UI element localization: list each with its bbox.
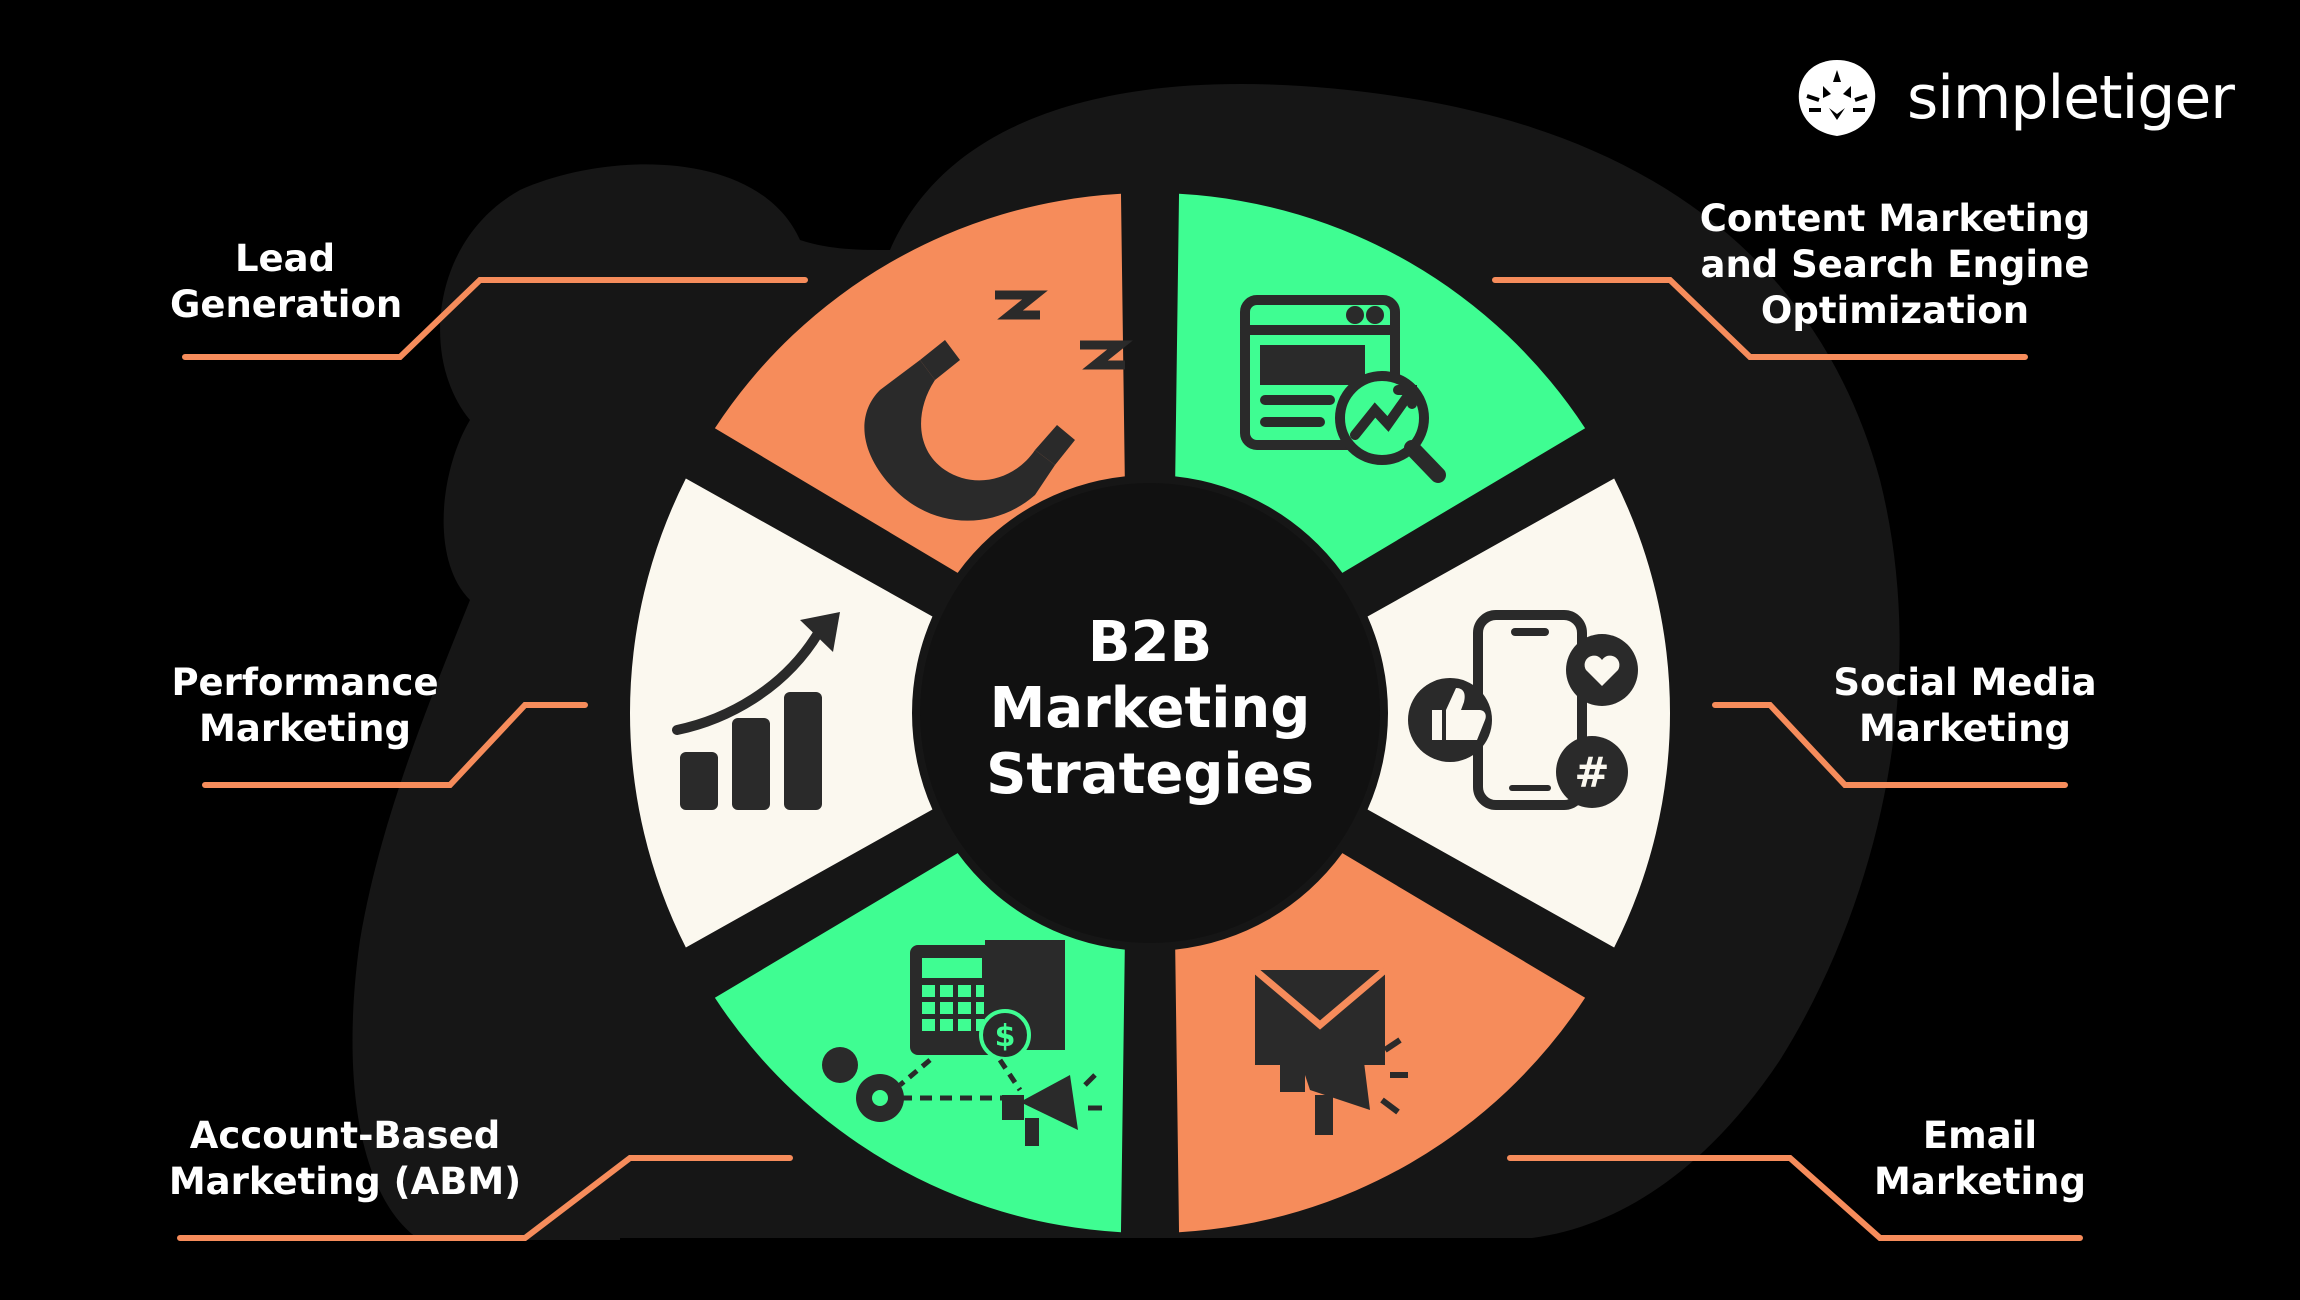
label-line: Marketing bbox=[1859, 707, 2071, 750]
label-line: Content Marketing bbox=[1699, 197, 2091, 240]
label-line: Performance bbox=[171, 661, 439, 704]
connector-social-media-marketing bbox=[1712, 702, 2068, 788]
label-social-media-marketing: Social Media Marketing bbox=[1820, 660, 2110, 752]
connector-performance-marketing bbox=[202, 702, 588, 788]
smartphone-social-icon: # bbox=[1408, 610, 1638, 810]
center-disc bbox=[920, 483, 1380, 943]
label-line: Lead bbox=[234, 237, 336, 280]
label-email-marketing: Email Marketing bbox=[1840, 1113, 2120, 1205]
calculator-workflow-icon: $ bbox=[822, 940, 1102, 1146]
label-line: Social Media bbox=[1833, 661, 2097, 704]
tiger-logo-icon bbox=[1798, 60, 1876, 136]
label-line: Marketing bbox=[1874, 1160, 2086, 1203]
label-performance-marketing: Performance Marketing bbox=[160, 660, 450, 752]
webpage-analytics-icon bbox=[1240, 295, 1446, 483]
label-lead-generation: Lead Generation bbox=[170, 236, 403, 328]
connector-account-based-marketing bbox=[177, 1155, 793, 1241]
strategy-wheel bbox=[620, 193, 1680, 1300]
svg-text:#: # bbox=[1574, 748, 1609, 797]
segment-social-media-marketing bbox=[1367, 478, 1670, 948]
center-title-line: Marketing bbox=[989, 676, 1311, 741]
segment-performance-marketing bbox=[629, 478, 933, 948]
brand-name: simpletiger bbox=[1907, 63, 2235, 133]
connector-lead-generation bbox=[182, 277, 808, 360]
center-title-line: B2B bbox=[1087, 610, 1213, 675]
connector-content-marketing-seo bbox=[1492, 277, 2028, 360]
label-content-marketing-seo: Content Marketing and Search Engine Opti… bbox=[1690, 196, 2100, 334]
label-line: Account-Based bbox=[189, 1114, 501, 1157]
label-account-based-marketing: Account-Based Marketing (ABM) bbox=[165, 1113, 525, 1205]
label-line: and Search Engine bbox=[1700, 243, 2090, 286]
connector-lines bbox=[177, 277, 2083, 1241]
center-title: B2B Marketing Strategies bbox=[950, 610, 1350, 808]
label-line: Optimization bbox=[1760, 289, 2030, 332]
svg-text:$: $ bbox=[995, 1019, 1016, 1054]
center-title-line: Strategies bbox=[986, 742, 1314, 807]
magnet-icon bbox=[864, 290, 1133, 521]
label-line: Marketing (ABM) bbox=[168, 1160, 522, 1203]
label-line: Email bbox=[1922, 1114, 2038, 1157]
label-line: Generation bbox=[170, 283, 403, 326]
growth-chart-icon bbox=[672, 612, 840, 810]
envelope-megaphone-icon bbox=[1252, 967, 1408, 1135]
connector-email-marketing bbox=[1507, 1155, 2083, 1241]
brand-logo: simpletiger bbox=[1795, 56, 2235, 140]
label-line: Marketing bbox=[199, 707, 411, 750]
wheel-bottom-mask bbox=[620, 1238, 1680, 1300]
